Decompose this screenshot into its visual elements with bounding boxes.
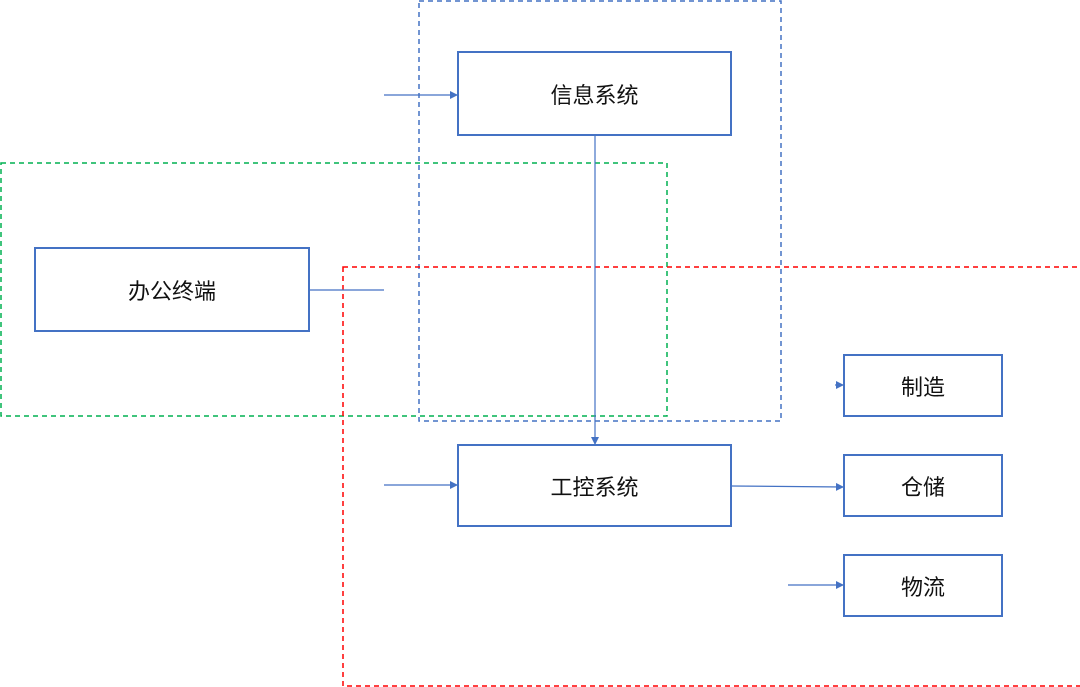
ics-label: 工控系统 [550,475,639,501]
ics-node: 工控系统 [457,444,732,527]
warehousing-node: 仓储 [843,454,1003,517]
logistics-node: 物流 [843,554,1003,617]
warehousing-label: 仓储 [900,475,945,501]
logistics-label: 物流 [900,575,945,601]
info-system-node: 信息系统 [457,51,732,136]
ot-zone-boundary [342,266,1080,687]
office-terminal-label: 办公终端 [127,279,216,305]
office-terminal-node: 办公终端 [34,247,310,332]
office-zone-boundary [0,162,668,417]
arrow-ics-to-warehousing [730,482,844,491]
info-system-label: 信息系统 [550,83,639,109]
manufacturing-label: 制造 [900,375,945,401]
info-zone-boundary [418,0,782,422]
manufacturing-node: 制造 [843,354,1003,417]
